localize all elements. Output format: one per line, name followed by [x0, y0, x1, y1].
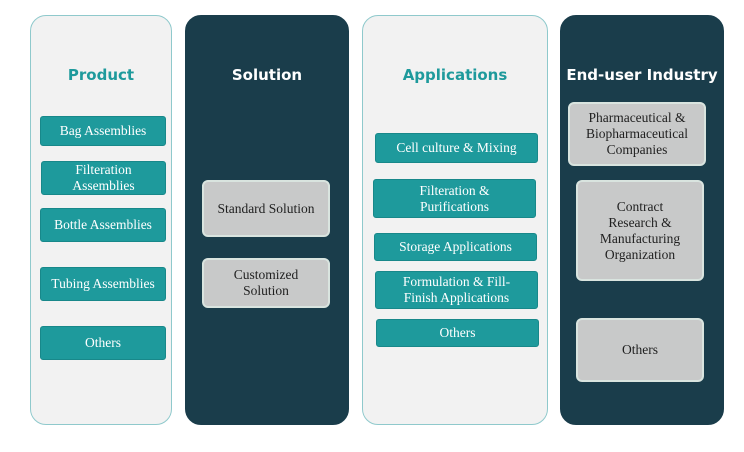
product-item-bottle-assemblies: Bottle Assemblies — [40, 208, 166, 242]
product-item-others: Others — [40, 326, 166, 360]
end-user-item-cro-cmo: Contract Research & Manufacturing Organi… — [576, 180, 704, 281]
solution-item-standard: Standard Solution — [202, 180, 330, 237]
applications-item-others: Others — [376, 319, 539, 347]
column-title-applications: Applications — [402, 66, 508, 84]
product-item-filteration-assemblies: Filteration Assemblies — [41, 161, 166, 195]
column-title-product: Product — [67, 66, 135, 84]
end-user-industry-column: End-user Industry Pharmaceutical & Bioph… — [560, 15, 724, 425]
applications-item-storage: Storage Applications — [374, 233, 537, 261]
applications-item-formulation-fill-finish: Formulation & Fill-Finish Applications — [375, 271, 538, 309]
column-title-end-user-industry: End-user Industry — [566, 66, 718, 84]
applications-item-filteration-purifications: Filteration & Purifications — [373, 179, 536, 218]
applications-column: Applications Cell culture & Mixing Filte… — [362, 15, 548, 425]
column-title-solution: Solution — [231, 66, 303, 84]
product-item-bag-assemblies: Bag Assemblies — [40, 116, 166, 146]
solution-column: Solution Standard Solution Customized So… — [185, 15, 349, 425]
product-column: Product Bag Assemblies Filteration Assem… — [30, 15, 172, 425]
end-user-item-others: Others — [576, 318, 704, 382]
solution-item-customized: Customized Solution — [202, 258, 330, 308]
applications-item-cell-culture: Cell culture & Mixing — [375, 133, 538, 163]
product-item-tubing-assemblies: Tubing Assemblies — [40, 267, 166, 301]
end-user-item-pharma-biopharma: Pharmaceutical & Biopharmaceutical Compa… — [568, 102, 706, 166]
